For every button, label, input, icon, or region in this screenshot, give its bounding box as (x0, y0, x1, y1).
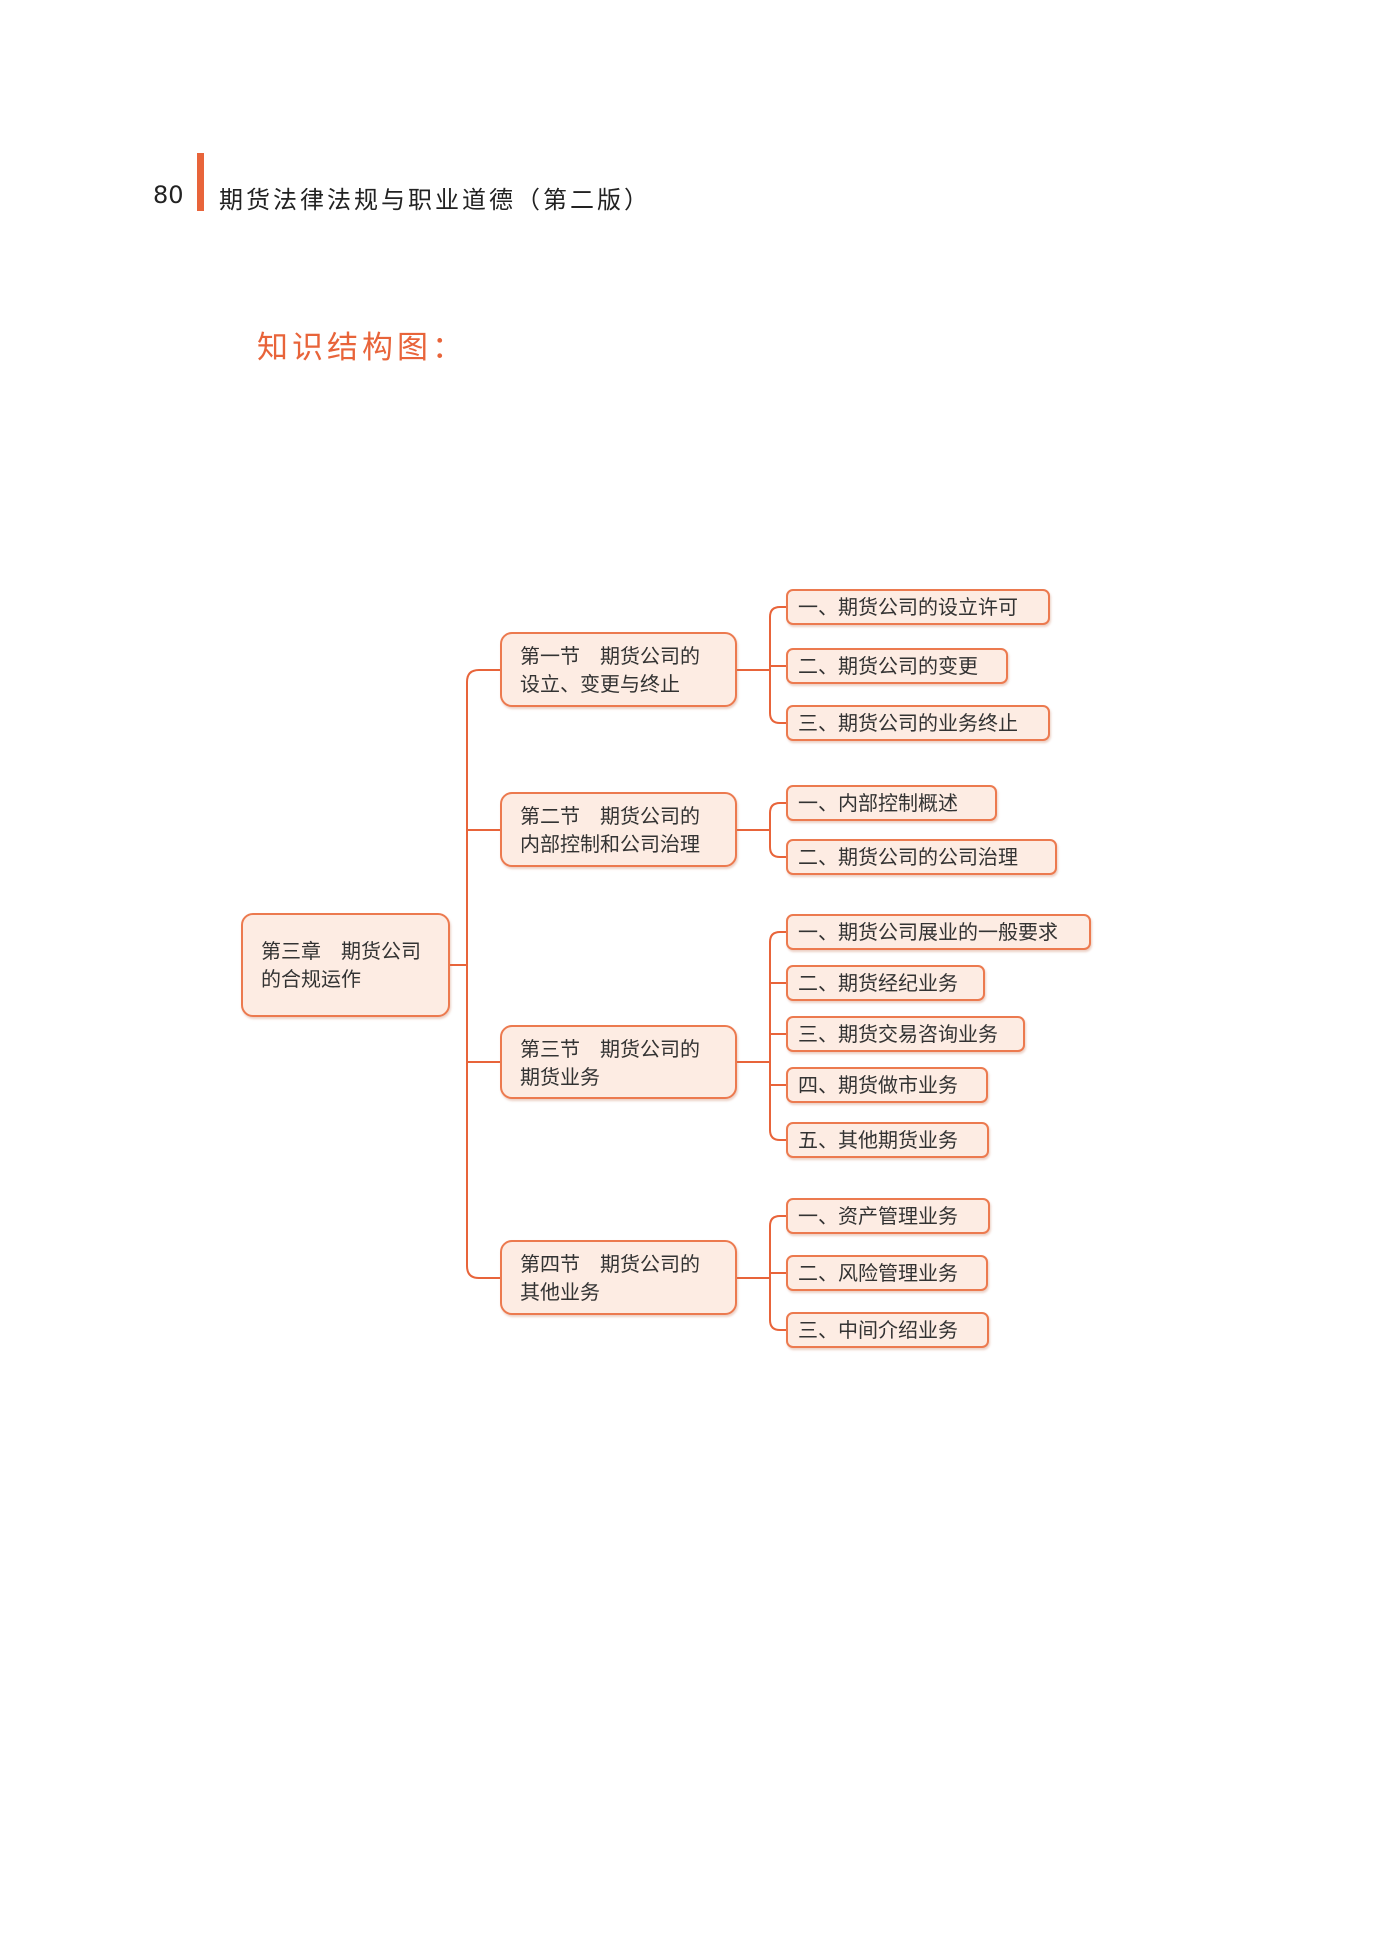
leaf-node: 二、期货公司的变更 (786, 648, 1008, 684)
root-line2: 的合规运作 (261, 967, 361, 991)
section-node-3: 第三节 期货公司的 期货业务 (500, 1025, 737, 1099)
section-line2: 期货业务 (520, 1065, 600, 1089)
leaf-node: 四、期货做市业务 (786, 1067, 988, 1103)
section-line1: 第二节 期货公司的 (520, 804, 700, 828)
section-node-4: 第四节 期货公司的 其他业务 (500, 1240, 737, 1315)
section-line1: 第三节 期货公司的 (520, 1037, 700, 1061)
leaf-node: 五、其他期货业务 (786, 1122, 989, 1158)
section-line1: 第四节 期货公司的 (520, 1252, 700, 1276)
leaf-node: 三、期货公司的业务终止 (786, 705, 1050, 741)
section-heading: 知识结构图： (257, 330, 467, 366)
section-node-2: 第二节 期货公司的 内部控制和公司治理 (500, 792, 737, 867)
root-line1: 第三章 期货公司 (261, 939, 421, 963)
page-number: 80 (153, 181, 184, 209)
leaf-node: 一、期货公司的设立许可 (786, 589, 1050, 625)
root-node: 第三章 期货公司 的合规运作 (241, 913, 450, 1017)
book-title: 期货法律法规与职业道德（第二版） (219, 186, 651, 214)
leaf-node: 一、期货公司展业的一般要求 (786, 914, 1091, 950)
header-accent-bar (197, 153, 204, 211)
leaf-node: 三、期货交易咨询业务 (786, 1016, 1025, 1052)
leaf-node: 一、内部控制概述 (786, 785, 997, 821)
leaf-node: 一、资产管理业务 (786, 1198, 990, 1234)
section-line2: 其他业务 (520, 1280, 600, 1304)
leaf-node: 二、期货经纪业务 (786, 965, 985, 1001)
section-line2: 设立、变更与终止 (520, 672, 680, 696)
section-node-1: 第一节 期货公司的 设立、变更与终止 (500, 632, 737, 707)
leaf-node: 三、中间介绍业务 (786, 1312, 989, 1348)
leaf-node: 二、期货公司的公司治理 (786, 839, 1057, 875)
section-line1: 第一节 期货公司的 (520, 644, 700, 668)
leaf-node: 二、风险管理业务 (786, 1255, 988, 1291)
section-line2: 内部控制和公司治理 (520, 832, 700, 856)
